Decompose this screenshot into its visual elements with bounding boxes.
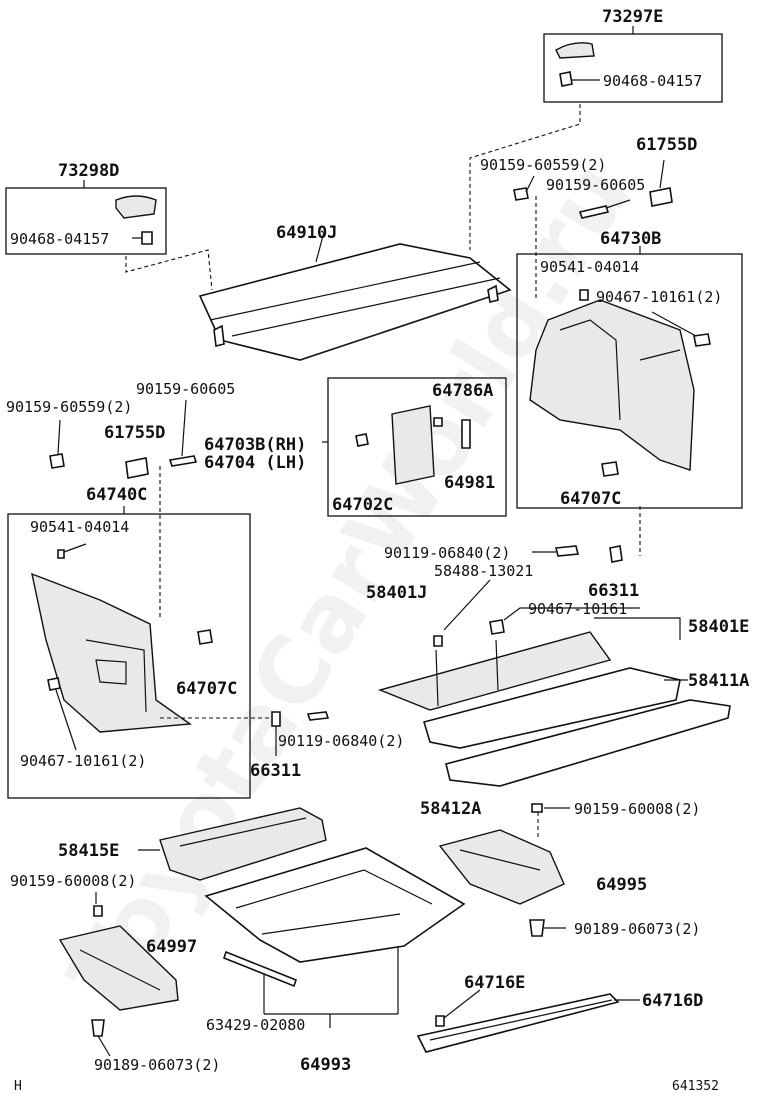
label-58401E: 58401E <box>688 617 749 637</box>
label-90189-06073-b: 90189-06073(2) <box>94 1056 220 1074</box>
part-64910J-tonneau-cover <box>198 231 512 361</box>
label-64740C: 64740C <box>86 485 147 505</box>
label-58415E: 58415E <box>58 841 119 861</box>
label-64716E: 64716E <box>464 973 525 993</box>
label-90541-04014-b: 90541-04014 <box>30 518 129 536</box>
label-73297E: 73297E <box>602 7 663 27</box>
label-90159-60605-a: 90159-60605 <box>546 176 645 194</box>
label-61755D-b: 61755D <box>104 423 165 443</box>
label-64786A: 64786A <box>432 381 493 401</box>
label-90189-06073-a: 90189-06073(2) <box>574 920 700 938</box>
label-90468-04157-b: 90468-04157 <box>10 230 109 248</box>
label-64707C-a: 64707C <box>560 489 621 509</box>
label-66311-a: 66311 <box>588 581 639 601</box>
fasteners-upper-right <box>513 159 673 300</box>
label-64993: 64993 <box>300 1055 351 1075</box>
label-73298D: 73298D <box>58 161 119 181</box>
label-90159-60008-a: 90159-60008(2) <box>574 800 700 818</box>
corner-left-code: H <box>14 1079 22 1094</box>
label-90467-10161-c: 90467-10161 <box>528 600 627 618</box>
label-90119-06840-b: 90119-06840(2) <box>278 732 404 750</box>
label-58401J: 58401J <box>366 583 427 603</box>
label-64730B: 64730B <box>600 229 661 249</box>
label-58411A: 58411A <box>688 671 749 691</box>
part-58415E <box>138 807 327 881</box>
label-90467-10161-b: 90467-10161(2) <box>20 752 146 770</box>
label-66311-b: 66311 <box>250 761 301 781</box>
floor-panels <box>377 617 731 787</box>
label-64702C: 64702C <box>332 495 393 515</box>
label-90159-60605-b: 90159-60605 <box>136 380 235 398</box>
box-73297E <box>469 26 723 250</box>
fasteners-center <box>160 545 640 756</box>
label-64995: 64995 <box>596 875 647 895</box>
box-64740C <box>7 506 251 799</box>
label-58488-13021: 58488-13021 <box>434 562 533 580</box>
label-90159-60008-b: 90159-60008(2) <box>10 872 136 890</box>
label-64716D: 64716D <box>642 991 703 1011</box>
label-90119-06840-a: 90119-06840(2) <box>384 544 510 562</box>
label-64910J: 64910J <box>276 223 337 243</box>
label-90468-04157-a: 90468-04157 <box>603 72 702 90</box>
label-90467-10161-a: 90467-10161(2) <box>596 288 722 306</box>
part-64995 <box>438 803 570 937</box>
label-64703B: 64703B(RH) <box>204 435 306 455</box>
box-64730B <box>516 246 743 556</box>
label-90541-04014-a: 90541-04014 <box>540 258 639 276</box>
label-64997: 64997 <box>146 937 197 957</box>
part-64716D-sill <box>416 989 640 1053</box>
fasteners-left <box>49 399 198 620</box>
label-90159-60559-b: 90159-60559(2) <box>6 398 132 416</box>
part-64997 <box>58 892 179 1057</box>
part-64993-tray <box>204 847 466 1028</box>
label-64704: 64704 (LH) <box>204 453 306 473</box>
label-64707C-b: 64707C <box>176 679 237 699</box>
diagram-number: 641352 <box>672 1079 719 1094</box>
label-64981: 64981 <box>444 473 495 493</box>
label-58412A: 58412A <box>420 799 481 819</box>
box-64702C <box>322 377 507 517</box>
label-61755D-a: 61755D <box>636 135 697 155</box>
box-73298D <box>5 180 213 291</box>
label-63429-02080: 63429-02080 <box>206 1016 305 1034</box>
label-90159-60559-a: 90159-60559(2) <box>480 156 606 174</box>
